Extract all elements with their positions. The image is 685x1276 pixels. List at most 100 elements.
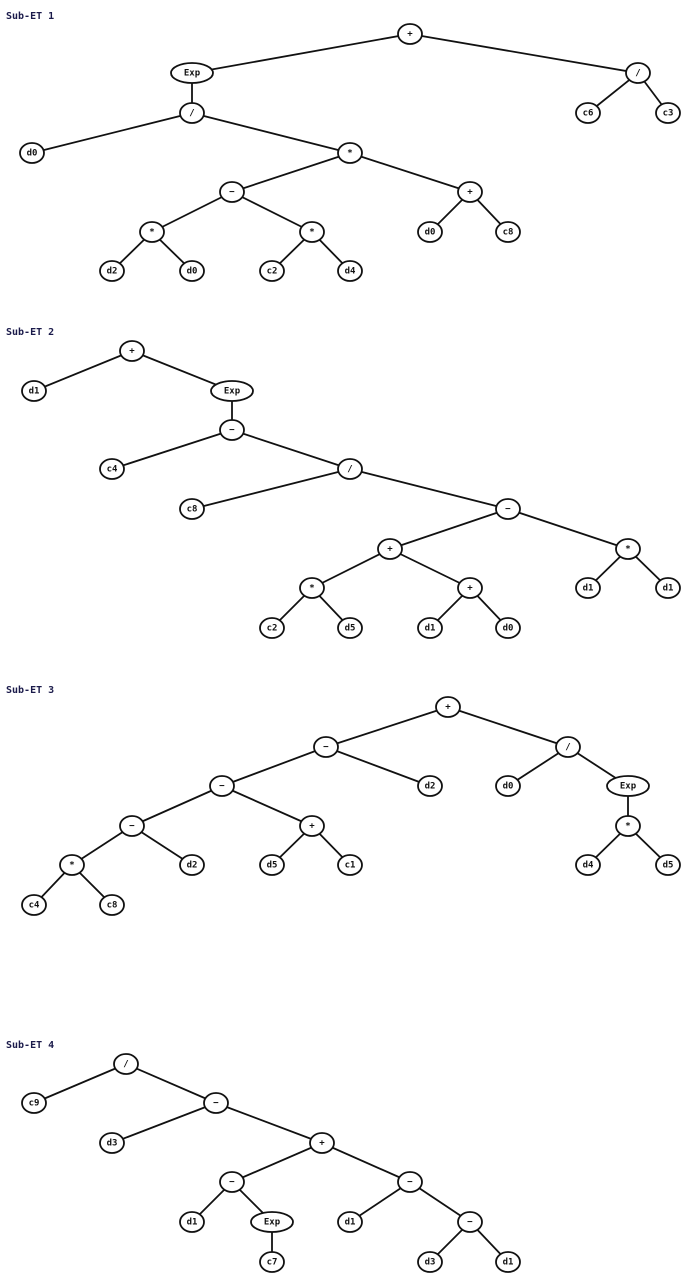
tree-4-edge-2	[111, 1102, 217, 1144]
node-times: *	[59, 854, 85, 876]
node-ellipse	[495, 498, 521, 520]
node-label: −	[129, 822, 135, 832]
node-c8: c8	[99, 894, 125, 916]
node-label: c4	[29, 901, 40, 911]
node-ellipse	[219, 419, 245, 441]
node-ellipse	[113, 1053, 139, 1075]
tree-1-edge-0	[191, 33, 411, 74]
node-ellipse	[259, 617, 285, 639]
node-ellipse	[309, 1132, 335, 1154]
node-label: d2	[107, 267, 118, 277]
node-ellipse	[210, 380, 254, 402]
node-c2: c2	[259, 260, 285, 282]
node-label: d4	[345, 267, 356, 277]
node-label: c9	[29, 1099, 40, 1109]
node-d2: d2	[417, 775, 443, 797]
node-label: +	[407, 30, 413, 40]
node-d5: d5	[655, 854, 681, 876]
node-plus: +	[377, 538, 403, 560]
tree-1-edge-5	[31, 112, 193, 154]
tree-1-edge-10	[231, 191, 313, 233]
node-ellipse	[259, 1251, 285, 1273]
node-d0: d0	[19, 142, 45, 164]
node-label: d3	[107, 1139, 118, 1149]
tree-3-edge-2	[221, 746, 327, 787]
node-ellipse	[99, 260, 125, 282]
node-c2: c2	[259, 617, 285, 639]
node-ellipse	[219, 1171, 245, 1193]
node-label: d5	[663, 861, 674, 871]
node-label: d3	[425, 1258, 436, 1268]
node-ellipse	[625, 62, 651, 84]
node-c3: c3	[655, 102, 681, 124]
node-label: c3	[663, 109, 674, 119]
tree-4-edge-0	[33, 1063, 127, 1104]
node-ellipse	[250, 1211, 294, 1233]
node-minus: −	[119, 815, 145, 837]
node-ellipse	[139, 221, 165, 243]
tree-2-edge-8	[507, 508, 629, 550]
node-c4: c4	[21, 894, 47, 916]
node-ellipse	[417, 617, 443, 639]
node-minus: −	[219, 181, 245, 203]
tree-1-edge-9	[151, 191, 233, 233]
node-times: *	[299, 221, 325, 243]
node-exp: Exp	[250, 1211, 294, 1233]
node-label: d1	[503, 1258, 514, 1268]
node-label: d1	[663, 584, 674, 594]
node-label: +	[467, 584, 473, 594]
node-exp: Exp	[606, 775, 650, 797]
node-label: d2	[425, 782, 436, 792]
tree-2-edge-3	[111, 429, 233, 470]
node-divide: /	[113, 1053, 139, 1075]
node-d1: d1	[337, 1211, 363, 1233]
node-ellipse	[179, 854, 205, 876]
tree-4-edge-3	[215, 1102, 323, 1144]
node-minus: −	[495, 498, 521, 520]
node-ellipse	[495, 221, 521, 243]
tree-4-edge-5	[321, 1142, 411, 1183]
tree-title-4: Sub-ET 4	[6, 1040, 54, 1051]
tree-2-edge-0	[33, 350, 133, 392]
node-label: /	[565, 743, 570, 753]
node-label: +	[129, 347, 135, 357]
node-d2: d2	[99, 260, 125, 282]
tree-title-1: Sub-ET 1	[6, 11, 54, 22]
node-label: d5	[345, 624, 356, 634]
node-c8: c8	[495, 221, 521, 243]
node-plus: +	[397, 23, 423, 45]
node-times: *	[337, 142, 363, 164]
tree-3-edge-0	[325, 706, 449, 748]
node-ellipse	[119, 815, 145, 837]
node-label: +	[445, 703, 451, 713]
node-ellipse	[397, 23, 423, 45]
node-label: d4	[583, 861, 594, 871]
node-label: *	[69, 861, 74, 871]
node-label: +	[467, 188, 473, 198]
node-label: d1	[187, 1218, 198, 1228]
node-divide: /	[179, 102, 205, 124]
node-ellipse	[119, 340, 145, 362]
node-ellipse	[495, 775, 521, 797]
node-label: −	[229, 1178, 235, 1188]
tree-1-edge-7	[231, 152, 351, 193]
node-label: d0	[425, 228, 436, 238]
node-ellipse	[19, 142, 45, 164]
node-c4: c4	[99, 458, 125, 480]
node-plus: +	[299, 815, 325, 837]
node-ellipse	[397, 1171, 423, 1193]
node-label: *	[625, 545, 630, 555]
node-d1: d1	[417, 617, 443, 639]
node-label: d1	[425, 624, 436, 634]
node-ellipse	[337, 458, 363, 480]
node-label: −	[505, 505, 511, 515]
node-label: −	[407, 1178, 413, 1188]
node-d3: d3	[99, 1132, 125, 1154]
node-label: c8	[503, 228, 514, 238]
node-d0: d0	[179, 260, 205, 282]
node-ellipse	[575, 102, 601, 124]
node-label: c2	[267, 267, 278, 277]
